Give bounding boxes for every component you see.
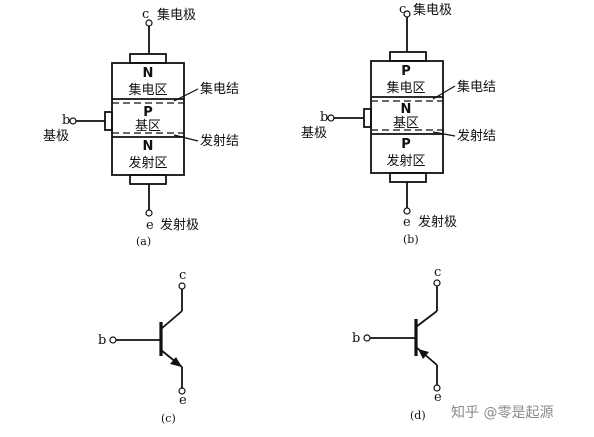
base-letter: b [320, 110, 328, 125]
emitter-letter: e [403, 215, 411, 230]
base-label: 基极 [43, 129, 69, 144]
layer-bot-type: N [143, 139, 154, 154]
collector-contact [389, 51, 427, 62]
collector-letter: c [142, 7, 149, 22]
layer-mid-type: P [143, 105, 153, 120]
layer-mid-type: N [401, 102, 412, 117]
collector-label: 集电极 [157, 7, 196, 23]
layer-bot-type: P [401, 137, 411, 152]
pnp-structure-diagram: c 集电极 P 集电区 N 基区 P 发射区 集电结 发射结 b 基极 e 发射… [301, 2, 496, 246]
base-contact [104, 111, 113, 131]
collector-letter: c [399, 2, 406, 17]
collector-region-label: 集电区 [128, 82, 167, 98]
base-region-label: 基区 [135, 119, 161, 134]
emitter-letter: e [146, 218, 154, 233]
symbol-base-terminal [363, 334, 371, 342]
layer-top-type: N [143, 66, 154, 81]
base-terminal [327, 114, 335, 122]
symbol-collector-letter: c [179, 268, 186, 283]
emitter-terminal [403, 207, 411, 215]
layer-top-type: P [401, 64, 411, 79]
emitter-arrow-icon [418, 349, 429, 359]
collector-region-label: 集电区 [386, 80, 425, 96]
emitter-region-label: 发射区 [386, 153, 425, 169]
symbol-emitter-letter: e [434, 390, 442, 405]
emitter-label: 发射极 [160, 217, 199, 233]
symbol-base-letter: b [352, 331, 360, 346]
symbol-base-letter: b [98, 333, 106, 348]
symbol-emitter-letter: e [179, 393, 187, 408]
symbol-collector-terminal [178, 282, 186, 290]
emitter-contact [129, 174, 167, 185]
emitter-junction-label: 发射结 [457, 128, 496, 144]
emitter-region-label: 发射区 [128, 155, 167, 171]
pnp-transistor-symbol: c b e (d) [352, 265, 442, 422]
emitter-contact [389, 172, 427, 183]
symbol-emitter-terminal [178, 387, 186, 395]
symbol-collector-letter: c [434, 265, 441, 280]
emitter-junction-label: 发射结 [200, 133, 239, 149]
emitter-label: 发射极 [418, 214, 457, 230]
collector-junction-label: 集电结 [457, 79, 496, 95]
symbol-base-terminal [109, 336, 117, 344]
watermark-text: 知乎 @零是起源 [451, 404, 553, 421]
emitter-arrow-icon [170, 357, 182, 367]
collector-contact [129, 53, 167, 64]
base-region-label: 基区 [393, 116, 419, 131]
caption-b: (b) [403, 233, 419, 246]
symbol-collector-terminal [433, 279, 441, 287]
base-letter: b [62, 113, 70, 128]
base-label: 基极 [301, 126, 327, 141]
npn-structure-diagram: c 集电极 N 集电区 P 基区 N 发射区 集电结 发射结 b 基极 e 发射… [43, 7, 239, 248]
base-terminal [69, 117, 77, 125]
symbol-emitter-terminal [433, 384, 441, 392]
caption-a: (a) [136, 235, 151, 248]
caption-c: (c) [161, 412, 176, 425]
collector-label: 集电极 [413, 2, 452, 18]
collector-junction-label: 集电结 [200, 81, 239, 97]
caption-d: (d) [410, 409, 426, 422]
emitter-terminal [145, 209, 153, 217]
npn-transistor-symbol: c b e (c) [98, 268, 187, 425]
base-contact [363, 108, 372, 128]
